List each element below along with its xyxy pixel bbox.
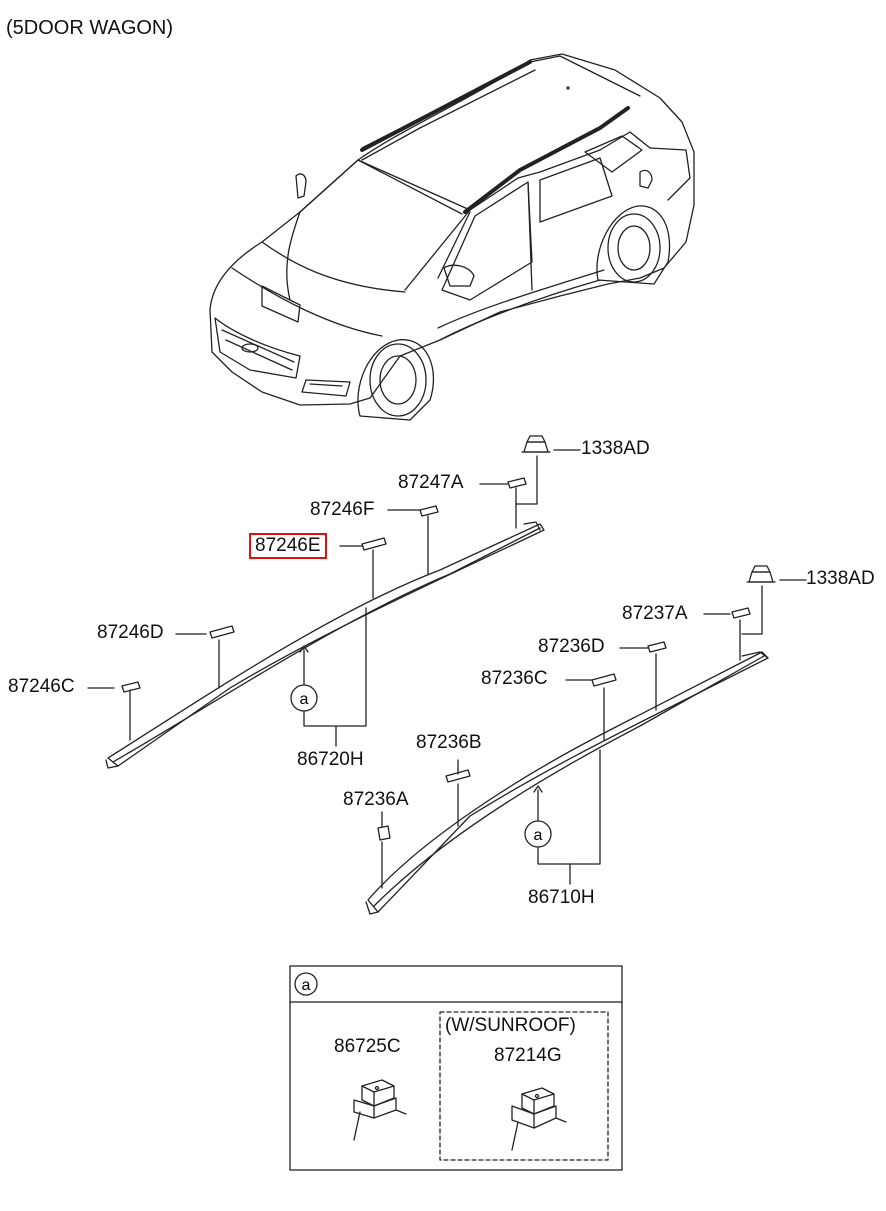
label-right-clip-c[interactable]: 87236C	[481, 668, 548, 689]
label-left-clip-e-highlighted[interactable]: 87246E	[249, 533, 327, 559]
part-86725C-drawing	[353, 1079, 407, 1141]
part-87214G-drawing	[511, 1087, 567, 1151]
label-right-clip-a[interactable]: 87236A	[343, 789, 409, 810]
label-detail-part-standard[interactable]: 86725C	[334, 1036, 401, 1057]
detail-box-marker: a	[302, 977, 311, 994]
label-right-nut[interactable]: 1338AD	[806, 568, 875, 589]
label-right-clip-d[interactable]: 87236D	[538, 636, 605, 657]
label-detail-part-sunroof[interactable]: 87214G	[494, 1045, 562, 1066]
label-right-assembly[interactable]: 86710H	[528, 887, 595, 908]
label-left-assembly[interactable]: 86720H	[297, 749, 364, 770]
label-left-clip-a[interactable]: 87247A	[398, 472, 464, 493]
left-roof-rail	[87, 435, 581, 769]
car-illustration	[209, 53, 695, 421]
label-left-clip-d[interactable]: 87246D	[97, 622, 164, 643]
label-left-clip-c[interactable]: 87246C	[8, 676, 75, 697]
callout-marker-left: a	[300, 691, 309, 708]
label-detail-sunroof-caption: (W/SUNROOF)	[445, 1015, 576, 1036]
label-left-clip-f[interactable]: 87246F	[310, 499, 375, 520]
label-right-clip-a7[interactable]: 87237A	[622, 603, 688, 624]
right-roof-rail	[365, 565, 807, 915]
detail-box	[289, 965, 623, 1171]
label-left-nut[interactable]: 1338AD	[581, 438, 650, 459]
label-right-clip-b[interactable]: 87236B	[416, 732, 482, 753]
variant-caption: (5DOOR WAGON)	[6, 17, 174, 39]
callout-marker-right: a	[534, 827, 543, 844]
